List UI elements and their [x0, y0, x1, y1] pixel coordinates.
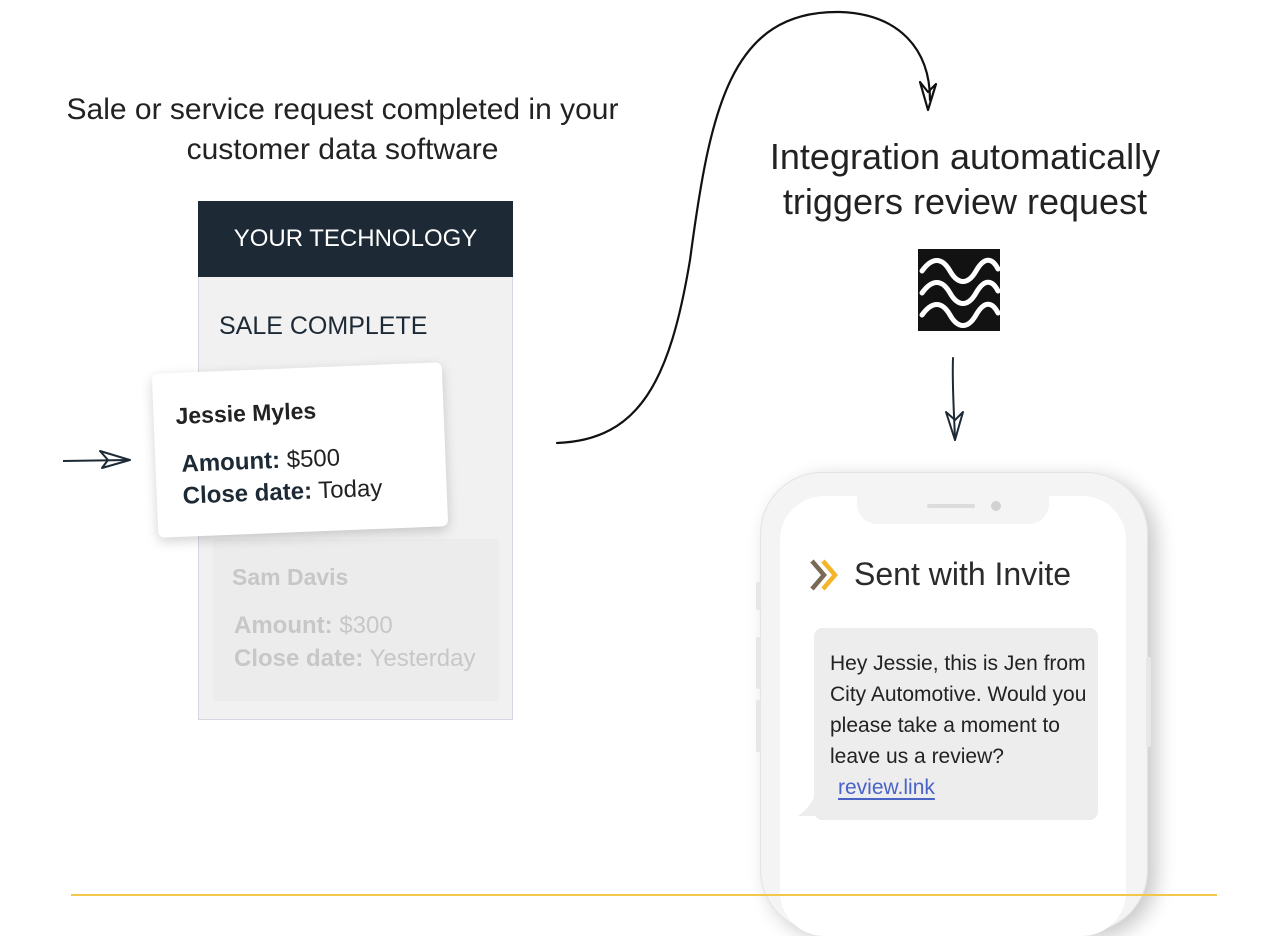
- integration-step-caption: Integration automatically triggers revie…: [769, 136, 1161, 222]
- sender-name: Sent with Invite: [854, 556, 1071, 592]
- message-bubble: Hey Jessie, this is Jen from City Automo…: [814, 628, 1098, 820]
- curved-connector-arrow-icon: [555, 10, 938, 445]
- crm-panel-header: YOUR TECHNOLOGY: [198, 201, 513, 277]
- footer-divider: [71, 894, 1217, 896]
- phone-speaker: [927, 504, 975, 508]
- faded-record-card: Sam Davis Amount: $300 Close date: Yeste…: [213, 539, 499, 701]
- down-arrow-icon: [945, 357, 964, 441]
- faded-record-name: Sam Davis: [232, 564, 349, 590]
- crm-step-caption: Sale or service request completed in you…: [66, 93, 619, 166]
- phone-notch: [857, 496, 1049, 524]
- left-input-arrow-icon: [62, 450, 131, 469]
- sale-status-label: SALE COMPLETE: [219, 312, 428, 340]
- wave-logo-icon: [918, 249, 1001, 331]
- bubble-tail-icon: [798, 792, 816, 816]
- phone-volume-up-button: [756, 637, 761, 689]
- phone-mockup: Sent with Invite Hey Jessie, this is Jen…: [756, 472, 1151, 936]
- double-chevron-icon: [810, 559, 838, 590]
- review-link[interactable]: review.link: [838, 776, 935, 799]
- phone-power-button: [1146, 657, 1151, 747]
- phone-volume-down-button: [756, 700, 761, 752]
- phone-screen: Sent with Invite Hey Jessie, this is Jen…: [780, 496, 1126, 936]
- faded-record-amount: Amount: $300: [234, 612, 393, 639]
- phone-side-button: [756, 582, 761, 610]
- message-sender-row: Sent with Invite: [810, 556, 1071, 593]
- phone-camera: [991, 501, 1001, 511]
- faded-record-close-date: Close date: Yesterday: [234, 645, 476, 672]
- message-text: Hey Jessie, this is Jen from City Automo…: [830, 652, 1087, 799]
- flow-arrows: [62, 10, 964, 469]
